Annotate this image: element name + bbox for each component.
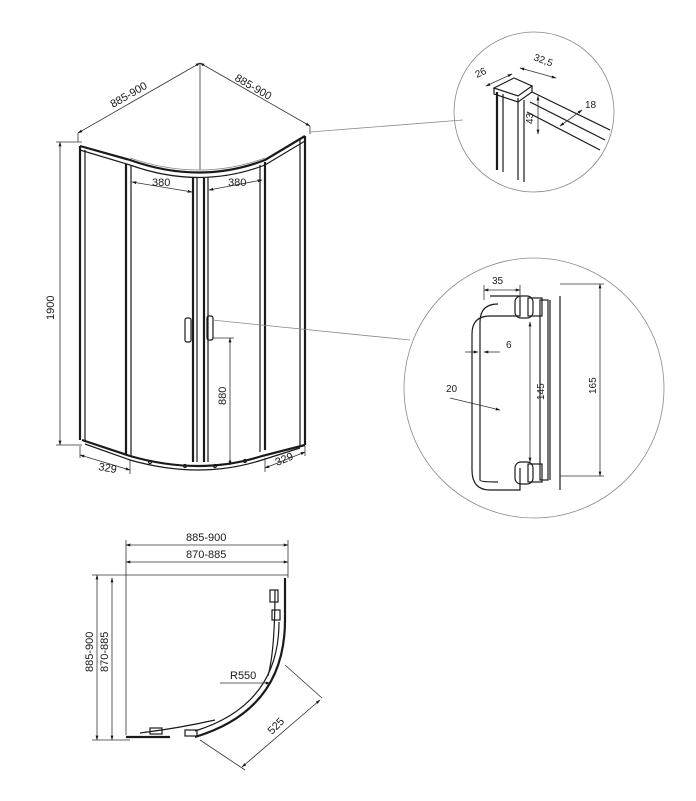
bottom-frame <box>81 438 306 468</box>
dim-18-line <box>559 109 583 127</box>
dim-145-label: 145 <box>536 383 547 400</box>
dim-32-5-line <box>519 67 557 79</box>
door-left-label: 380 <box>152 177 170 189</box>
profile-detail <box>453 31 615 193</box>
outer-depth-label: 885-900 <box>84 632 96 672</box>
handle-detail-circle <box>403 257 665 519</box>
main-cabin-view <box>56 62 464 474</box>
right-handle <box>206 315 214 341</box>
connector-top <box>514 295 534 319</box>
dim-top-right-line <box>199 62 311 127</box>
width-right-label: 885-900 <box>233 72 274 103</box>
diagonal-dim <box>241 699 321 768</box>
dim-6-label: 6 <box>506 340 512 351</box>
door-right-label: 380 <box>228 177 246 189</box>
handle-bar-outer <box>471 295 521 491</box>
dim-26-line <box>485 73 513 87</box>
dim-26-label: 26 <box>474 66 489 81</box>
door-left-dim <box>131 181 193 193</box>
profile-detail-circle <box>453 31 615 193</box>
inner-width-label: 870-885 <box>186 549 226 561</box>
dim-20-label: 20 <box>446 384 458 395</box>
radius-label: R550 <box>230 670 256 682</box>
bottom-left-dim <box>79 454 131 471</box>
handle-height-label: 880 <box>217 387 229 405</box>
inner-depth-label: 870-885 <box>99 632 111 672</box>
outer-arc <box>194 619 287 739</box>
leader-to-profile <box>309 119 464 133</box>
dim-top-left-line <box>77 62 201 134</box>
height-label: 1900 <box>45 296 57 320</box>
dim-165-label: 165 <box>588 377 599 394</box>
connector-bottom <box>514 461 534 485</box>
left-handle <box>184 317 192 343</box>
dim-32-5-label: 32,5 <box>532 52 554 69</box>
dim-18-label: 18 <box>585 100 597 111</box>
leader-to-handle <box>211 319 411 341</box>
outer-width-label: 885-900 <box>186 532 226 544</box>
bottom-right-dim <box>264 451 306 469</box>
door-right-dim <box>208 179 263 191</box>
bottom-right-label: 329 <box>274 451 296 469</box>
plan-view <box>92 540 323 771</box>
top-cap <box>492 77 534 97</box>
handle-detail <box>403 257 665 519</box>
dim-43-label: 43 <box>525 112 536 124</box>
dim-20-line <box>449 397 501 411</box>
dim-35-label: 35 <box>492 276 504 287</box>
top-frame <box>79 135 306 174</box>
diagonal-label: 525 <box>266 716 287 737</box>
bottom-left-label: 329 <box>97 461 117 476</box>
